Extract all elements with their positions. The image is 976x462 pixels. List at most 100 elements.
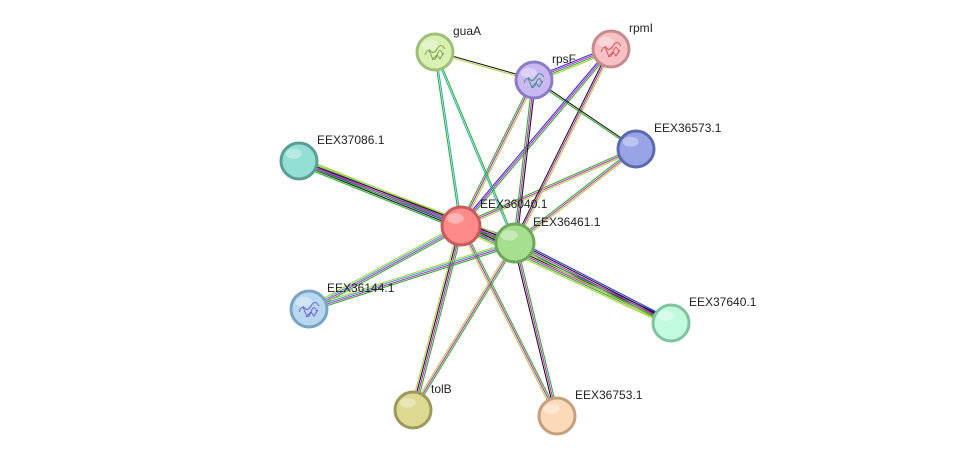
node-highlight bbox=[500, 230, 518, 241]
edge-evidence-line bbox=[414, 226, 464, 411]
node-highlight bbox=[421, 39, 438, 50]
edge-evidence-line bbox=[459, 228, 670, 327]
node-circle[interactable] bbox=[279, 141, 319, 181]
edges-layer bbox=[297, 46, 673, 417]
edge-eex36461-1-tolb bbox=[411, 241, 517, 412]
edge-evidence-line bbox=[512, 79, 533, 243]
edge-evidence-line bbox=[514, 148, 637, 244]
node-label: rpsF bbox=[552, 52, 576, 66]
node-highlight bbox=[446, 213, 464, 224]
node-circle[interactable] bbox=[494, 222, 536, 264]
edge-evidence-line bbox=[410, 225, 460, 410]
edge-evidence-line bbox=[309, 244, 516, 312]
protein-structure-icon bbox=[600, 42, 622, 58]
node-eex36753-1[interactable]: EEX36753.1 bbox=[537, 388, 643, 436]
edge-evidence-line bbox=[514, 79, 535, 244]
node-label: EEX36461.1 bbox=[533, 215, 601, 229]
node-highlight bbox=[622, 136, 639, 147]
edge-evidence-line bbox=[435, 51, 517, 243]
edge-rpsf-eex36573-1 bbox=[533, 78, 637, 151]
edge-eex36461-1-guaa bbox=[433, 51, 517, 244]
edge-evidence-line bbox=[514, 242, 558, 417]
edge-evidence-line bbox=[514, 48, 612, 244]
protein-structure-icon bbox=[523, 73, 545, 89]
edge-evidence-line bbox=[308, 240, 515, 308]
edge-evidence-line bbox=[308, 241, 515, 309]
node-rpmi[interactable]: rpmI bbox=[591, 21, 653, 69]
node-guaa[interactable]: guaA bbox=[415, 24, 481, 72]
edge-evidence-line bbox=[435, 51, 463, 226]
edge-eex36040-1-tolb bbox=[410, 225, 464, 411]
edge-evidence-line bbox=[514, 242, 672, 324]
edge-evidence-line bbox=[513, 245, 670, 327]
node-eex37640-1[interactable]: EEX37640.1 bbox=[651, 295, 757, 343]
node-highlight bbox=[543, 403, 560, 414]
edge-evidence-line bbox=[460, 48, 612, 227]
edge-evidence-line bbox=[513, 48, 611, 243]
edge-evidence-line bbox=[413, 243, 517, 412]
node-highlight bbox=[399, 397, 416, 408]
edge-eex36461-1-eex36144-1 bbox=[308, 240, 516, 312]
edge-evidence-line bbox=[413, 226, 463, 411]
edge-evidence-line bbox=[515, 149, 638, 245]
edge-evidence-line bbox=[514, 243, 671, 325]
node-eex36040-1[interactable]: EEX36040.1 bbox=[440, 197, 548, 247]
node-highlight bbox=[285, 148, 302, 159]
node-label: EEX37086.1 bbox=[317, 133, 385, 147]
node-label: EEX36753.1 bbox=[575, 388, 643, 402]
node-label: guaA bbox=[453, 24, 481, 38]
edge-evidence-line bbox=[516, 80, 537, 244]
edge-eex36461-1-eex36573-1 bbox=[513, 147, 638, 245]
edge-evidence-line bbox=[459, 47, 611, 226]
edge-evidence-line bbox=[433, 52, 461, 227]
edge-evidence-line bbox=[533, 80, 636, 151]
node-circle[interactable] bbox=[537, 396, 577, 436]
node-label: EEX36040.1 bbox=[480, 197, 548, 211]
edge-eex36040-1-rpsf bbox=[459, 79, 536, 227]
node-circle[interactable] bbox=[393, 390, 433, 430]
edge-evidence-line bbox=[515, 241, 672, 323]
node-label: EEX37640.1 bbox=[689, 295, 757, 309]
node-highlight bbox=[520, 67, 537, 78]
edge-evidence-line bbox=[460, 147, 636, 226]
node-label: EEX36573.1 bbox=[654, 121, 722, 135]
edge-evidence-line bbox=[433, 52, 515, 244]
edge-evidence-line bbox=[459, 79, 534, 226]
node-highlight bbox=[295, 296, 312, 307]
edge-eex36461-1-eex37640-1 bbox=[513, 239, 673, 327]
edge-evidence-line bbox=[309, 243, 516, 311]
node-rpsf[interactable]: rpsF bbox=[514, 52, 576, 100]
edge-evidence-line bbox=[461, 149, 637, 228]
node-eex36461-1[interactable]: EEX36461.1 bbox=[494, 215, 601, 264]
edge-evidence-line bbox=[309, 227, 463, 312]
edge-evidence-line bbox=[412, 242, 516, 411]
edge-evidence-line bbox=[515, 49, 613, 244]
node-circle[interactable] bbox=[651, 303, 691, 343]
edge-eex36040-1-eex37086-1 bbox=[297, 156, 463, 231]
edge-eex36461-1-eex36753-1 bbox=[512, 242, 560, 417]
node-label: EEX36144.1 bbox=[327, 281, 395, 295]
node-tolb[interactable]: tolB bbox=[393, 382, 452, 430]
edge-evidence-line bbox=[516, 239, 673, 321]
node-circle[interactable] bbox=[440, 205, 482, 247]
node-label: tolB bbox=[431, 382, 452, 396]
edge-evidence-line bbox=[461, 80, 536, 227]
node-label: rpmI bbox=[629, 21, 653, 35]
node-circle[interactable] bbox=[616, 129, 656, 169]
edge-evidence-line bbox=[460, 148, 637, 227]
edge-evidence-line bbox=[309, 226, 462, 311]
edge-evidence-line bbox=[460, 79, 535, 227]
edge-evidence-line bbox=[308, 224, 461, 309]
node-eex37086-1[interactable]: EEX37086.1 bbox=[279, 133, 385, 181]
edge-eex36040-1-rpmi bbox=[459, 47, 613, 228]
protein-structure-icon bbox=[424, 45, 446, 61]
protein-structure-icon bbox=[298, 302, 320, 318]
edge-evidence-line bbox=[516, 242, 560, 416]
edge-eex36461-1-rpmi bbox=[513, 48, 613, 244]
node-eex36573-1[interactable]: EEX36573.1 bbox=[616, 121, 722, 169]
node-eex36144-1[interactable]: EEX36144.1 bbox=[289, 281, 395, 329]
edge-eex36040-1-guaa bbox=[433, 51, 463, 227]
edge-evidence-line bbox=[512, 243, 556, 417]
